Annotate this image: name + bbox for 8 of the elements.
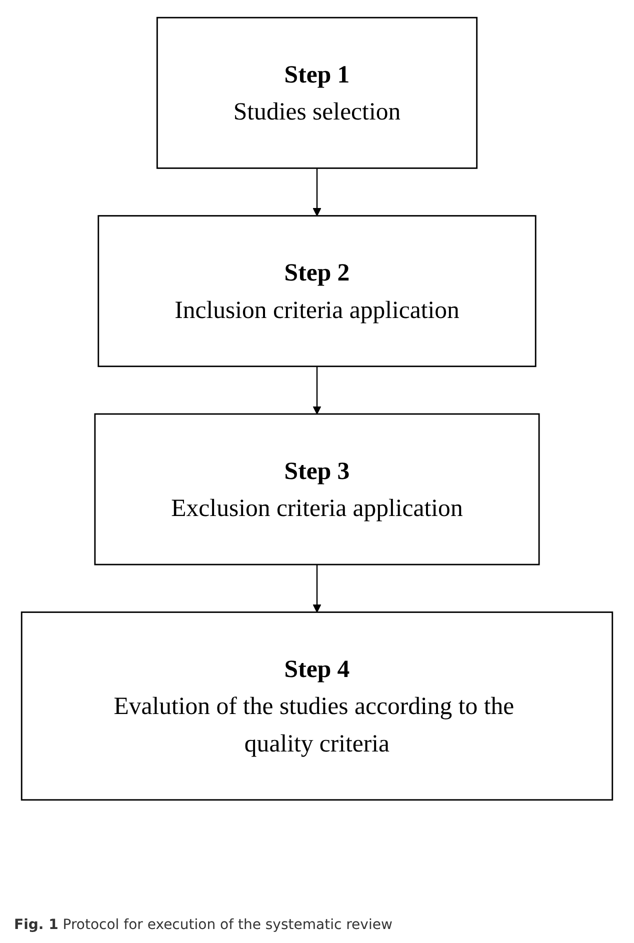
node-box: Step 1 Studies selection (156, 16, 478, 169)
arrow (312, 168, 322, 216)
figure-caption: Fig. 1 Protocol for execution of the systematic review (14, 917, 392, 933)
node-box: Step 3 Exclusion criteria application (94, 413, 540, 566)
arrow (312, 564, 322, 613)
node-box: Step 4 Evalution of the studies according to the quality criteria (20, 611, 614, 801)
node-box: Step 2 Inclusion criteria application (98, 215, 536, 368)
arrow (312, 366, 322, 414)
